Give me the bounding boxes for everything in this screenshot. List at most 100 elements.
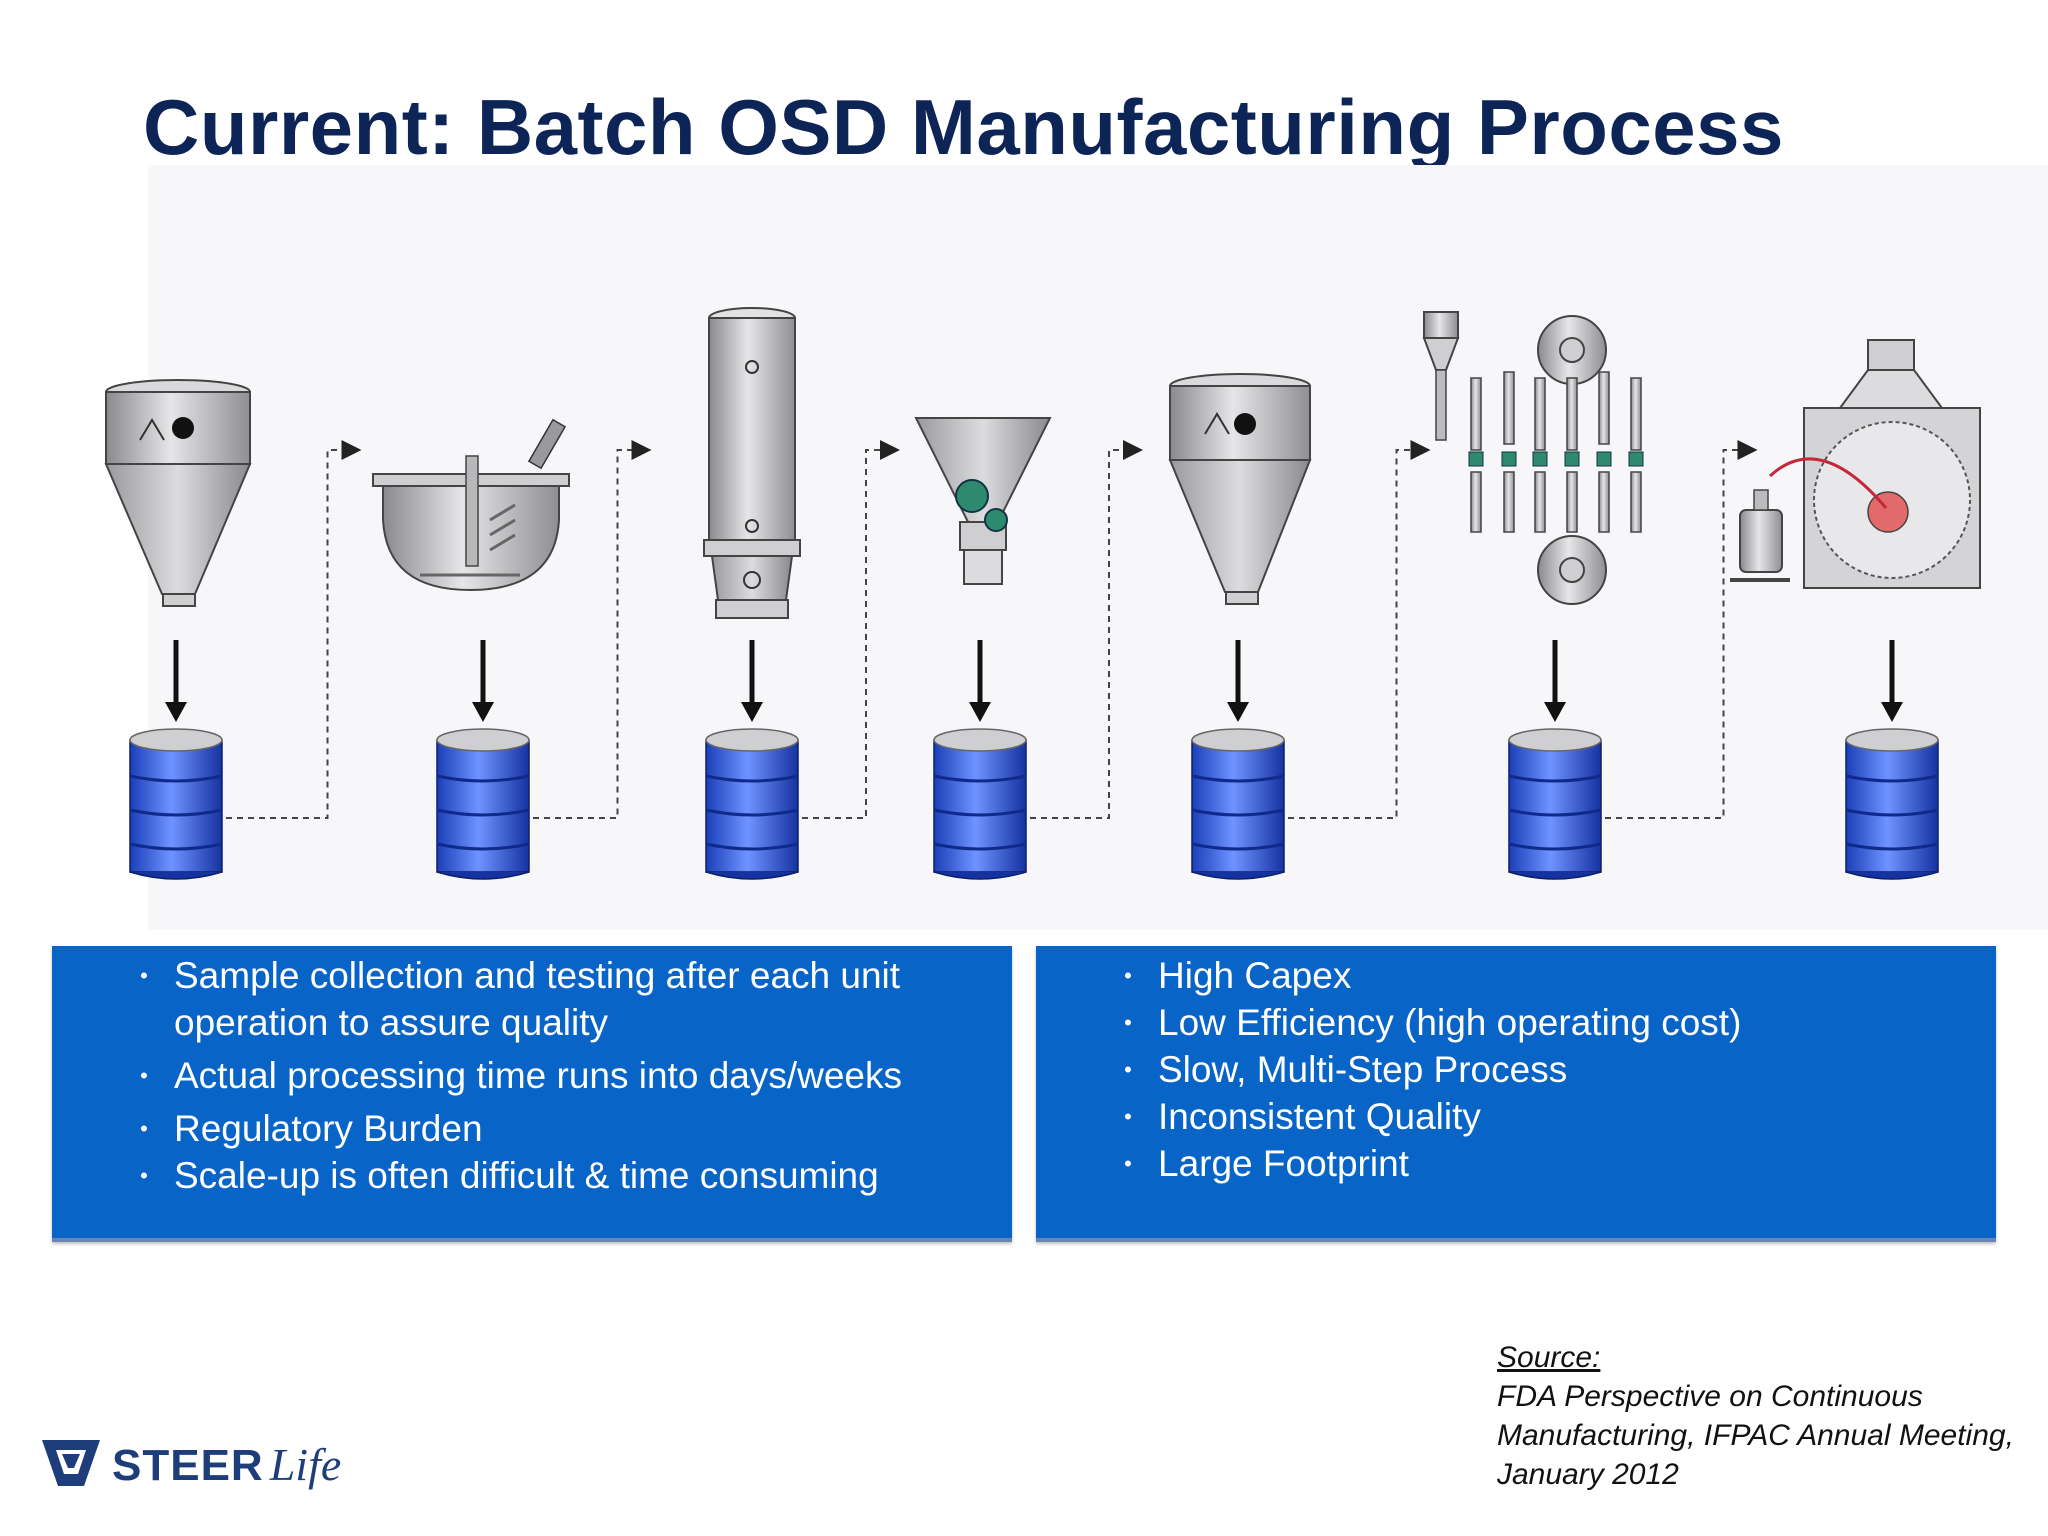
arrow-head: [741, 702, 763, 722]
drum-base: [1845, 871, 1939, 880]
arrow-head: [1544, 702, 1566, 722]
blender-hopper-icon: [1168, 373, 1312, 605]
drum-ring: [436, 808, 530, 817]
hopper-icon: [104, 379, 252, 607]
bullet-dot: •: [140, 1063, 148, 1088]
lower-punch: [1598, 471, 1610, 533]
challenges-panel-left: •Sample collection and testing after eac…: [52, 946, 1012, 1242]
die-icon: [1628, 451, 1644, 467]
drum-ring: [705, 808, 799, 817]
bullet-item: •Slow, Multi-Step Process: [1124, 1046, 1978, 1093]
drum-lid: [129, 728, 223, 752]
drum-ring: [933, 842, 1027, 851]
source-text: FDA Perspective on Continuous Manufactur…: [1497, 1380, 2014, 1491]
arrow-head: [165, 702, 187, 722]
upper-punch: [1503, 371, 1515, 445]
slide-title: Current: Batch OSD Manufacturing Process: [143, 83, 1784, 171]
left-bullet-list: •Sample collection and testing after eac…: [140, 952, 994, 1199]
bullet-item: •High Capex: [1124, 952, 1978, 999]
bullet-dot: •: [1124, 1057, 1132, 1082]
dashed-flow-connector: [533, 440, 652, 819]
bullet-dot: •: [140, 963, 148, 988]
bullet-dot: •: [1124, 1104, 1132, 1129]
drum-ring: [705, 842, 799, 851]
source-heading: Source:: [1497, 1341, 1601, 1374]
drum-ring: [933, 774, 1027, 783]
coater-icon: [1730, 339, 1981, 589]
drum-icon: [1508, 739, 1602, 873]
dashed-flow-connector: [1288, 440, 1431, 819]
bullet-item: •Actual processing time runs into days/w…: [140, 1052, 994, 1099]
drum-lid: [436, 728, 530, 752]
drum-ring: [1845, 774, 1939, 783]
drum-lid: [933, 728, 1027, 752]
drum-ring: [436, 842, 530, 851]
arrow-head: [969, 702, 991, 722]
drum-lid: [1845, 728, 1939, 752]
process-flow-diagram: [104, 307, 1981, 880]
bullet-item: •Low Efficiency (high operating cost): [1124, 999, 1978, 1046]
die-icon: [1564, 451, 1580, 467]
lower-punch: [1566, 471, 1578, 533]
drum-ring: [129, 808, 223, 817]
drum-ring: [1191, 842, 1285, 851]
source-citation: Source: FDA Perspective on Continuous Ma…: [1497, 1338, 2017, 1494]
drum-ring: [1845, 808, 1939, 817]
drum-ring: [1191, 774, 1285, 783]
drum-icon: [1191, 739, 1285, 873]
arrow-head: [1881, 702, 1903, 722]
upper-punch: [1534, 377, 1546, 451]
upper-punch: [1598, 371, 1610, 445]
bullet-item: •Regulatory Burden: [140, 1105, 994, 1152]
dashed-flow-connector: [226, 440, 362, 819]
drum-base: [129, 871, 223, 880]
die-icon: [1532, 451, 1548, 467]
drum-ring: [1845, 842, 1939, 851]
drum-base: [1508, 871, 1602, 880]
drum-ring: [129, 842, 223, 851]
fluid-bed-dryer-icon: [703, 307, 801, 619]
bullet-dot: •: [1124, 963, 1132, 988]
drum-ring: [933, 808, 1027, 817]
lower-punch: [1630, 471, 1642, 533]
drum-ring: [1508, 774, 1602, 783]
drum-base: [436, 871, 530, 880]
lower-punch: [1503, 471, 1515, 533]
drum-icon: [436, 739, 530, 873]
drum-icon: [129, 739, 223, 873]
arrow-head: [1227, 702, 1249, 722]
dashed-flow-connector: [1030, 440, 1143, 819]
bullet-dot: •: [1124, 1010, 1132, 1035]
drum-ring: [1508, 808, 1602, 817]
drum-ring: [436, 774, 530, 783]
die-icon: [1596, 451, 1612, 467]
dashed-flow-connector: [802, 440, 900, 819]
dashed-flow-connector: [1605, 440, 1758, 819]
bullet-dot: •: [1124, 1151, 1132, 1176]
granulator-mixer-icon: [372, 418, 570, 592]
mill-icon: [914, 417, 1052, 585]
drum-icon: [1845, 739, 1939, 873]
drum-base: [933, 871, 1027, 880]
drum-base: [705, 871, 799, 880]
drum-lid: [705, 728, 799, 752]
drum-icon: [705, 739, 799, 873]
upper-punch: [1630, 377, 1642, 451]
drum-ring: [1191, 808, 1285, 817]
steer-logo-mark-icon: [42, 1440, 100, 1486]
bullet-item: •Inconsistent Quality: [1124, 1093, 1978, 1140]
right-bullet-list: •High Capex •Low Efficiency (high operat…: [1124, 952, 1978, 1187]
bullet-item: •Scale-up is often difficult & time cons…: [140, 1152, 994, 1199]
tablet-press-icon: [1422, 311, 1644, 605]
drum-base: [1191, 871, 1285, 880]
bullet-dot: •: [140, 1163, 148, 1188]
die-icon: [1501, 451, 1517, 467]
challenges-panel-right: •High Capex •Low Efficiency (high operat…: [1036, 946, 1996, 1242]
drum-lid: [1508, 728, 1602, 752]
upper-punch: [1470, 377, 1482, 451]
drum-ring: [705, 774, 799, 783]
drum-ring: [129, 774, 223, 783]
drum-lid: [1191, 728, 1285, 752]
